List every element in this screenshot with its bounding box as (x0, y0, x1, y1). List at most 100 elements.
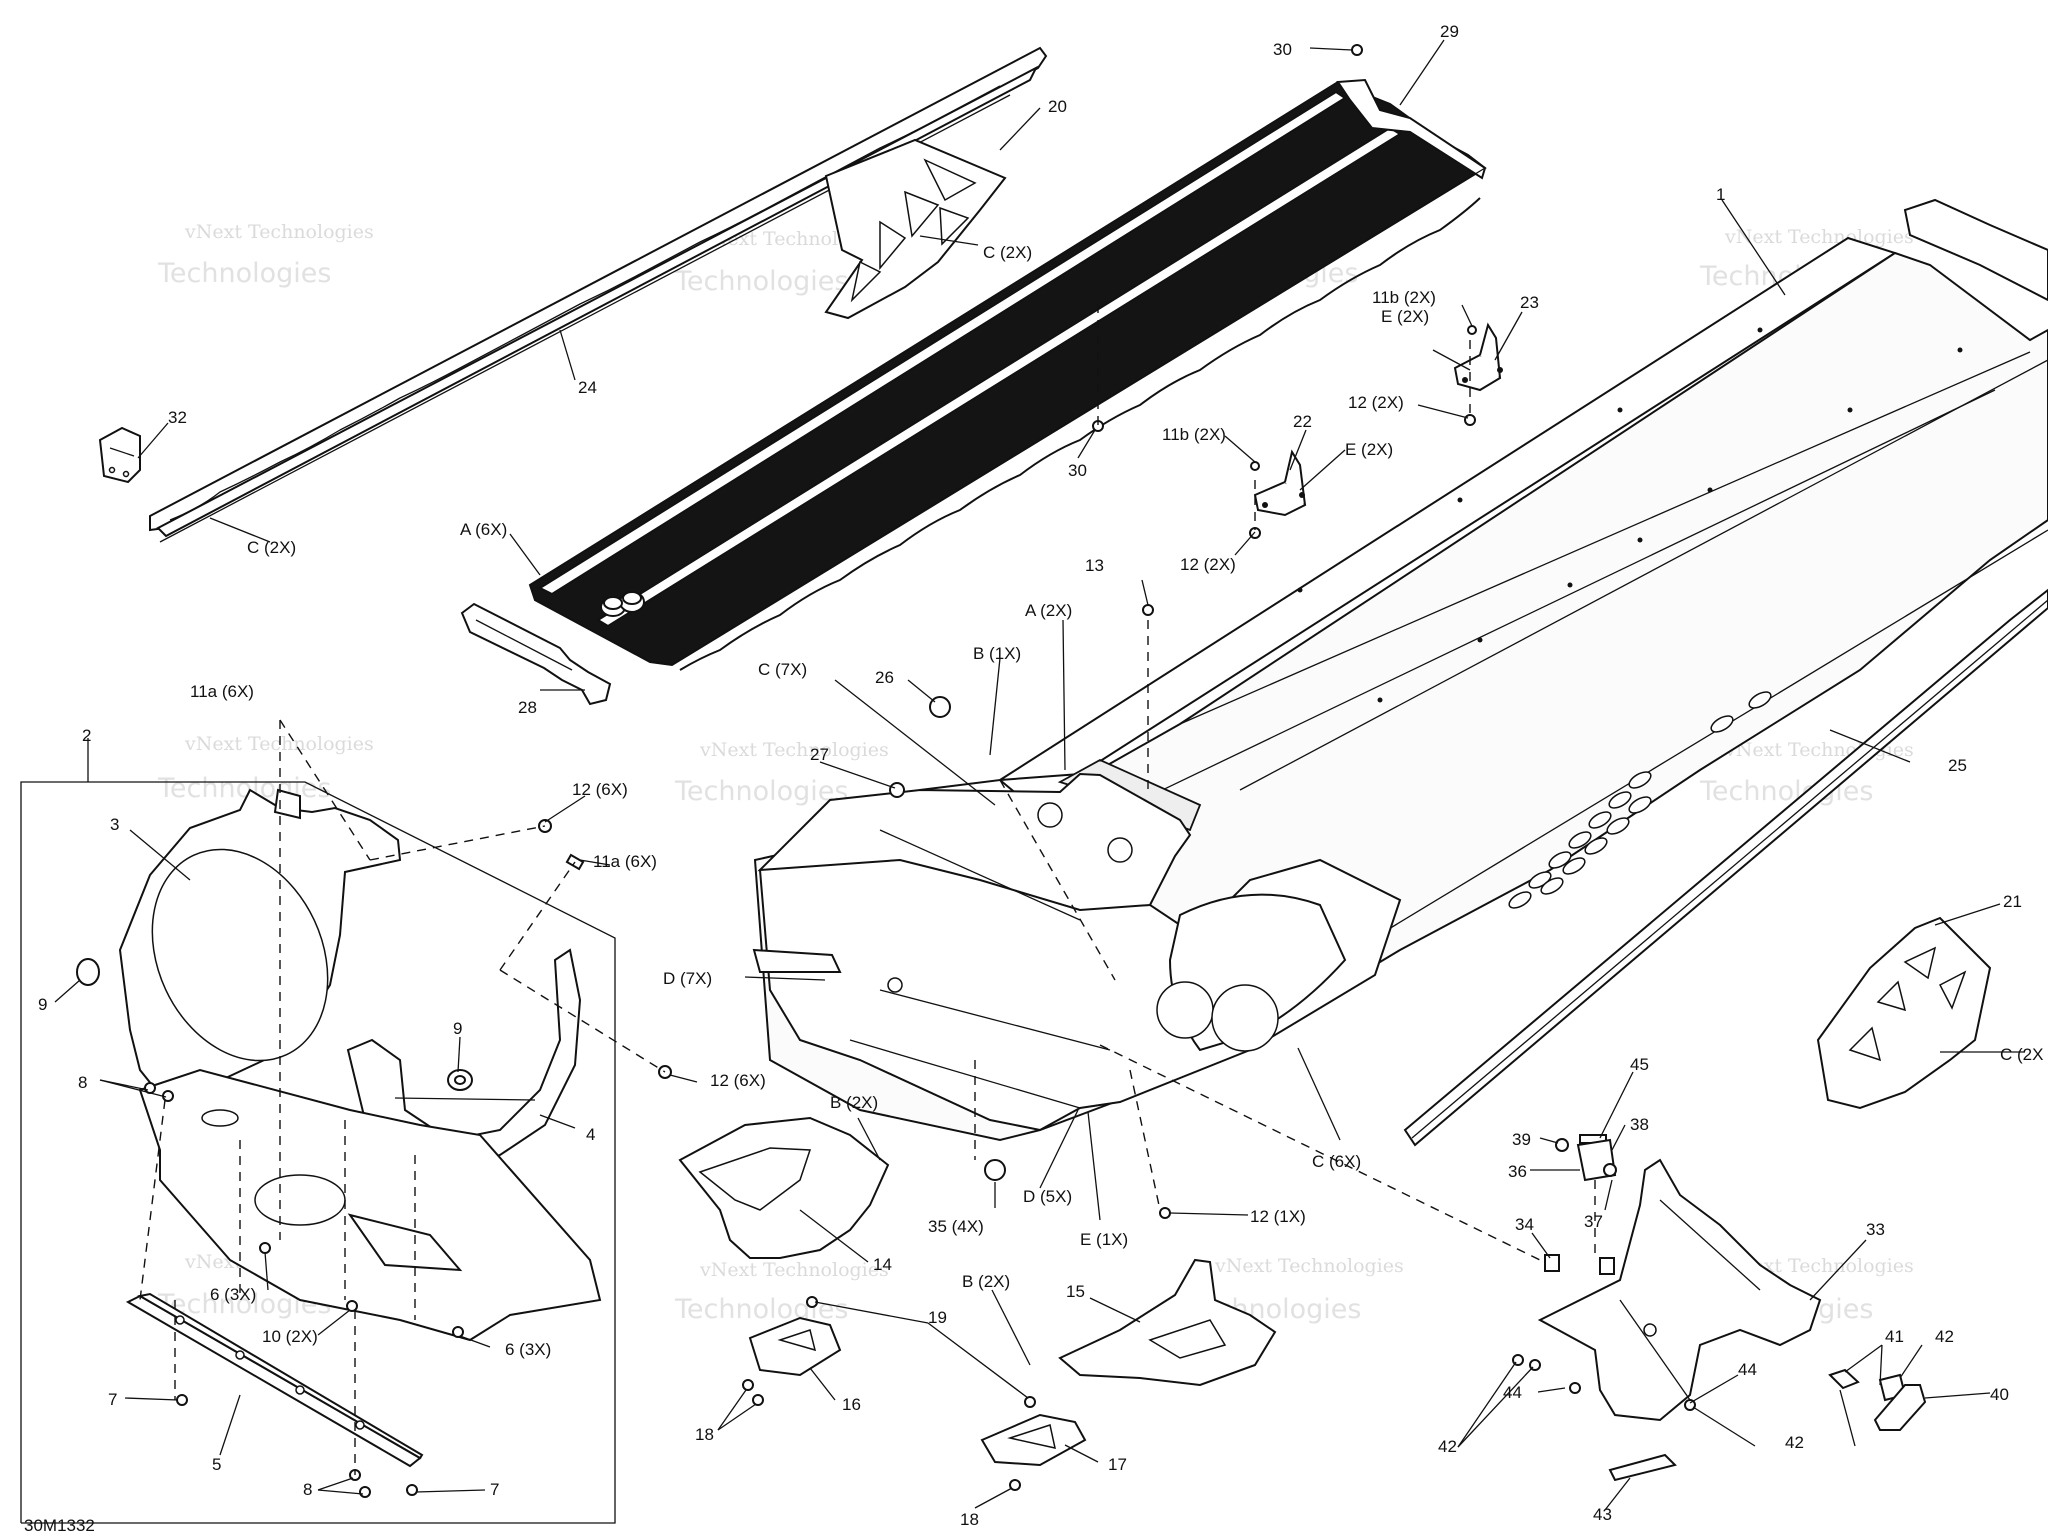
callout-label: E (2X) (1381, 307, 1429, 326)
watermark-text: Technologies (674, 266, 848, 297)
callout-label: 9 (38, 995, 47, 1014)
part-40-bracket (1873, 1384, 1927, 1431)
callout-label: 32 (168, 408, 187, 427)
callout-label: 9 (453, 1019, 462, 1038)
callout-label: 12 (2X) (1180, 555, 1236, 574)
callout-label: 11b (2X) (1372, 288, 1436, 307)
watermark-text: vNext Technologies (1214, 1255, 1404, 1277)
callout-label: 37 (1584, 1212, 1603, 1231)
hardware (144, 44, 1927, 1498)
clip-34-icon (1544, 1254, 1560, 1272)
nut-18c-icon (1009, 1479, 1021, 1491)
callout-label: 16 (842, 1395, 861, 1414)
callout-label: 43 (1593, 1505, 1612, 1524)
callout-label: 30 (1068, 461, 1087, 480)
nut-8d-icon (359, 1486, 371, 1498)
callout-label: B (2X) (962, 1272, 1010, 1291)
callout-label: 18 (695, 1425, 714, 1444)
nut-6-icon (259, 1242, 271, 1254)
front-assembly-box (20, 738, 616, 1524)
part-3-frame (118, 788, 402, 1097)
watermark-text: vNext Technologies (699, 739, 889, 761)
callout-label: D (5X) (1023, 1187, 1072, 1206)
callout-label: D (7X) (663, 969, 712, 988)
callout-label: 12 (1X) (1250, 1207, 1306, 1226)
group-box-outline (20, 781, 616, 1524)
callout-label: 28 (518, 698, 537, 717)
part-24-rail (149, 46, 1048, 543)
watermark-text: Technologies (674, 1294, 848, 1325)
callout-label: 42 (1438, 1437, 1457, 1456)
part-5-bar (125, 1292, 424, 1468)
part-22-bracket (1253, 449, 1307, 517)
rivet-11b2-icon (1250, 461, 1260, 471)
watermark-text: Technologies (1699, 776, 1873, 807)
callout-label: 12 (6X) (710, 1071, 766, 1090)
tunnel-cutouts (1508, 691, 1772, 909)
nut-12a-icon (1464, 414, 1476, 426)
callout-label: 35 (4X) (928, 1217, 984, 1236)
callout-label: 7 (490, 1480, 499, 1499)
callout-label: 20 (1048, 97, 1067, 116)
callout-label: 8 (303, 1480, 312, 1499)
callout-label: 25 (1948, 756, 1967, 775)
bolt-7b-icon (406, 1484, 418, 1496)
callout-label: C (7X) (758, 660, 807, 679)
watermark-text: Technologies (157, 773, 331, 804)
callout-label: 42 (1935, 1327, 1954, 1346)
part-41-bolt (1828, 1368, 1860, 1390)
part-29-running-board (528, 78, 1487, 671)
callout-label: 8 (78, 1073, 87, 1092)
callout-label: 40 (1990, 1385, 2009, 1404)
callout-label: C (2X (2000, 1045, 2043, 1064)
nut-39-icon (1555, 1138, 1569, 1152)
callout-label: 17 (1108, 1455, 1127, 1474)
callout-label: 1 (1716, 185, 1725, 204)
nut-12e-icon (1159, 1207, 1171, 1219)
part-14-cover (678, 1116, 890, 1259)
callout-label: 12 (2X) (1348, 393, 1404, 412)
part-20-bracket (824, 138, 1007, 320)
callout-label: B (2X) (830, 1093, 878, 1112)
callout-label: A (2X) (1025, 601, 1072, 620)
callout-label: 19 (928, 1308, 947, 1327)
callout-label: E (1X) (1080, 1230, 1128, 1249)
callout-label: 27 (810, 745, 829, 764)
callout-label: 13 (1085, 556, 1104, 575)
part-1-tunnel (752, 236, 2048, 1142)
callout-label: 24 (578, 378, 597, 397)
callout-label: 18 (960, 1510, 979, 1529)
grommet-35-icon (984, 1159, 1006, 1181)
nut-6b-icon (452, 1326, 464, 1338)
part-33-bracket (1537, 1158, 1822, 1422)
part-21-bracket (1816, 916, 1992, 1110)
callout-label: 7 (108, 1390, 117, 1409)
clip-34b-icon (1599, 1257, 1615, 1275)
callout-label: E (2X) (1345, 440, 1393, 459)
bolt-13-icon (1142, 604, 1154, 616)
part-9-bushing (76, 958, 473, 1091)
callout-label: 11a (6X) (190, 682, 254, 701)
callout-label: 12 (6X) (572, 780, 628, 799)
callout-label: 2 (82, 726, 91, 745)
callout-label: 34 (1515, 1215, 1534, 1234)
nut-27-icon (889, 782, 905, 798)
callout-label: A (6X) (460, 520, 507, 539)
callout-label: C (2X) (983, 243, 1032, 262)
callout-label: 4 (586, 1125, 595, 1144)
watermark-text: Technologies (157, 258, 331, 289)
callout-label: 38 (1630, 1115, 1649, 1134)
watermark-text: vNext Technologies (1724, 226, 1914, 248)
callout-label: C (6X) (1312, 1152, 1361, 1171)
callout-label: 11a (6X) (593, 852, 657, 871)
washer-44c-icon (1569, 1382, 1581, 1394)
callout-label: B (1X) (973, 644, 1021, 663)
callout-label: C (2X) (247, 538, 296, 557)
part-rail-end (1903, 198, 2048, 302)
callout-label: 23 (1520, 293, 1539, 312)
callout-label: 15 (1066, 1282, 1085, 1301)
part-15-cover (1058, 1258, 1277, 1387)
leader-lines (54, 39, 2025, 1511)
callout-label: 42 (1785, 1433, 1804, 1452)
watermark-text: vNext Technologies (184, 733, 374, 755)
